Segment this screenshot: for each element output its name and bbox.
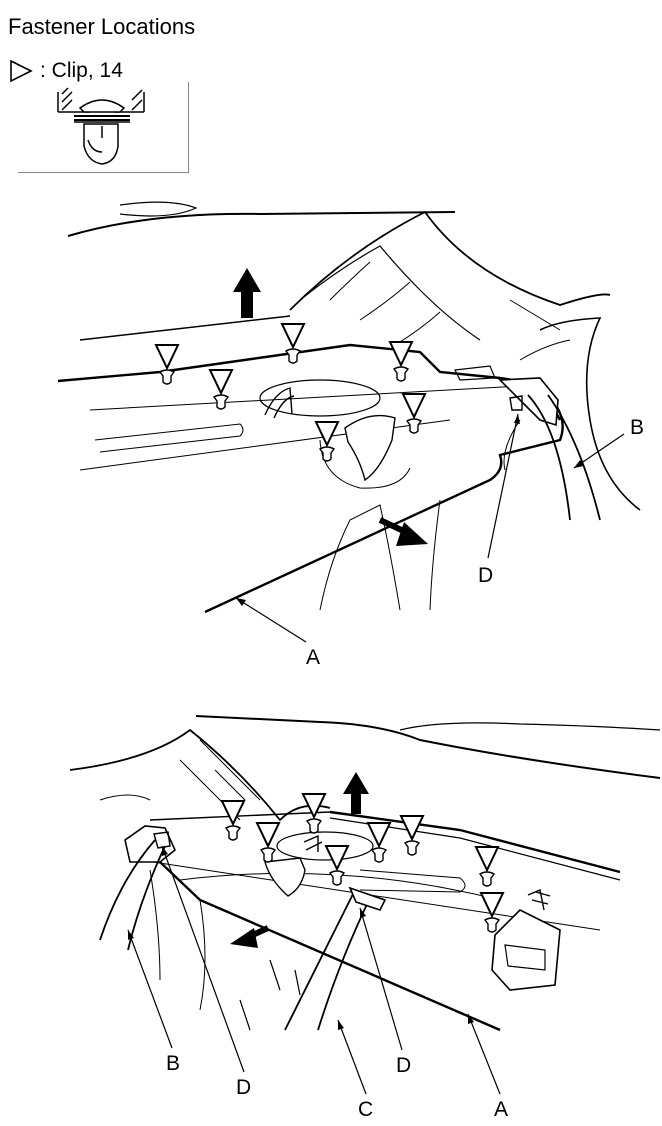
clip-icon <box>155 344 179 385</box>
clip-triangle-icon <box>10 59 33 83</box>
clip-icon <box>256 822 280 863</box>
callout-d-bottom-left: D <box>236 1076 251 1099</box>
bottom-callouts <box>127 845 501 1095</box>
top-view-drawing <box>57 201 641 614</box>
clip-icon <box>325 845 349 886</box>
legend: : Clip, 14 <box>8 58 123 84</box>
bottom-view-drawing <box>69 715 661 1032</box>
top-lift-arrow <box>233 268 261 318</box>
callout-d-bottom-right: D <box>396 1054 411 1077</box>
callout-c-bottom: C <box>358 1098 373 1121</box>
callout-b-bottom: B <box>166 1052 180 1075</box>
clip-icon <box>389 341 413 382</box>
callout-d-top: D <box>478 564 493 587</box>
clip-icon <box>402 393 426 434</box>
top-callouts <box>235 413 625 643</box>
page-title: Fastener Locations <box>8 14 196 39</box>
clip-icon <box>475 846 499 887</box>
callout-a-bottom: A <box>494 1098 508 1121</box>
top-pull-arrow <box>378 517 428 546</box>
clip-icon <box>221 800 245 841</box>
bottom-pull-arrow <box>230 925 270 948</box>
clip-icon <box>281 323 305 364</box>
clip-icon <box>315 421 339 462</box>
clip-detail-icon <box>57 87 145 165</box>
clip-icon <box>400 815 424 856</box>
callout-b-top: B <box>630 416 644 439</box>
clip-detail-inset <box>18 82 189 173</box>
bottom-lift-arrow <box>343 772 369 814</box>
legend-text: : Clip, 14 <box>40 59 123 82</box>
callout-a-top: A <box>306 646 320 669</box>
